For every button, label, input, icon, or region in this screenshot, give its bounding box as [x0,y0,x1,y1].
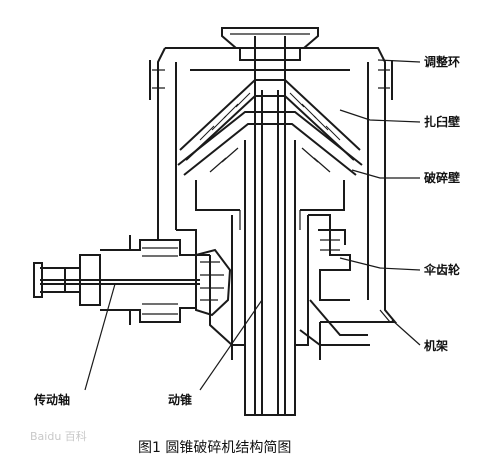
watermark: Baidu 百科 [30,429,87,443]
feed-hopper [221,27,319,61]
outer-housing [149,47,398,323]
label-mantle-bowl: 扎臼壁 [424,114,460,129]
label-bevel-gear: 伞齿轮 [423,262,461,277]
label-adjust-ring: 调整环 [424,54,460,69]
label-crushing-wall: 破碎壁 [424,170,460,185]
crushing-wall [177,111,363,211]
leader-lines [84,59,421,391]
label-frame: 机架 [424,338,448,353]
moving-cone-shaft [231,36,309,416]
label-moving-cone: 动锥 [168,392,192,407]
mantle-bowl [179,69,361,161]
figure-caption: 图1 圆锥破碎机结构简图 [138,439,291,456]
bevel-gear-assembly [299,214,370,346]
drive-shaft-housing [33,235,200,325]
pinion-gear [195,248,232,317]
base-frame [176,229,391,360]
label-drive-shaft: 传动轴 [33,392,70,407]
